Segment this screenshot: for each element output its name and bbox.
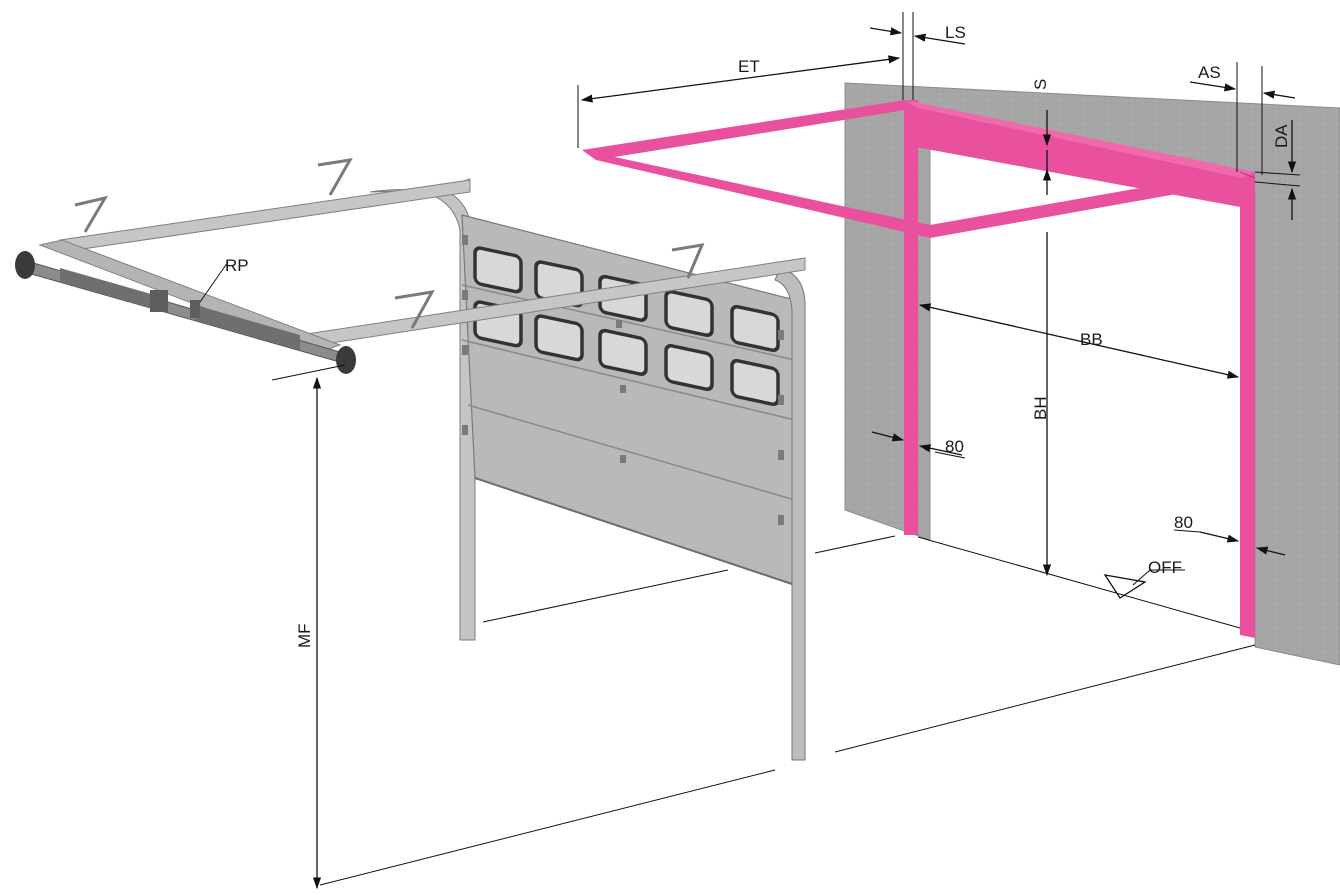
label-jamb-left: 80 xyxy=(945,437,964,456)
tracks-and-shaft xyxy=(15,158,806,374)
label-s: S xyxy=(1031,79,1050,90)
label-as: AS xyxy=(1198,63,1221,82)
right-drum xyxy=(336,346,356,374)
lintel-band xyxy=(905,100,1240,207)
bb-dimension xyxy=(918,303,1240,379)
floor-level-symbol xyxy=(1103,574,1147,599)
ceiling-frame-back xyxy=(905,100,1255,178)
labels: ET LS S AS DA BB BH OFF RP MF 80 80 xyxy=(225,23,1291,648)
label-jamb-right: 80 xyxy=(1174,513,1193,532)
left-jamb xyxy=(904,100,918,535)
right-jamb xyxy=(1240,172,1255,638)
left-drum xyxy=(15,251,35,279)
ceiling-hangers xyxy=(74,158,705,329)
label-et: ET xyxy=(738,57,760,76)
et-dimension xyxy=(580,55,901,103)
window-row-2 xyxy=(473,300,780,407)
ceiling-frame-right xyxy=(930,170,1255,238)
floor-lines xyxy=(319,535,1256,886)
hinges xyxy=(462,235,784,525)
ceiling-frame-front xyxy=(582,150,930,238)
label-off: OFF xyxy=(1148,558,1182,577)
dimension-lines xyxy=(199,12,1301,890)
label-rp: RP xyxy=(225,256,249,275)
sectional-door xyxy=(369,178,806,761)
label-da: DA xyxy=(1272,124,1291,148)
label-bh: BH xyxy=(1031,396,1050,420)
label-mf: MF xyxy=(295,623,314,648)
ceiling-frame-left xyxy=(582,100,918,160)
installation-frame xyxy=(582,100,1256,638)
label-bb: BB xyxy=(1080,330,1103,349)
label-ls: LS xyxy=(945,23,966,42)
rp-leader xyxy=(199,261,229,303)
